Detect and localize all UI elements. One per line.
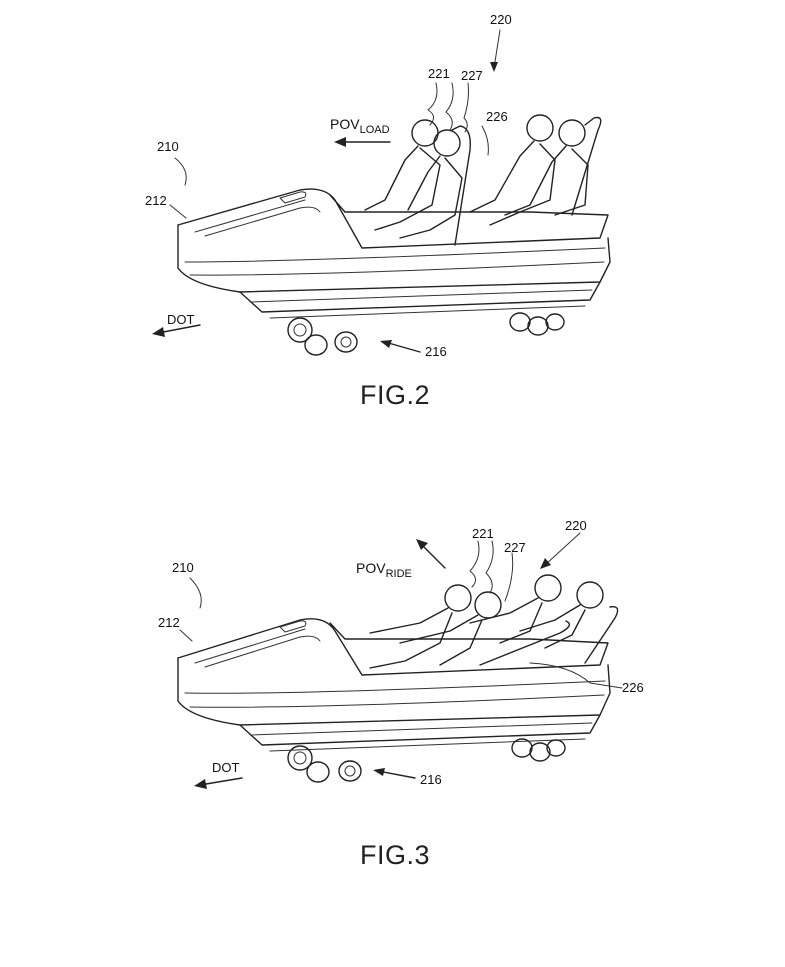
label-direction: DOT — [167, 312, 195, 327]
pov-sub: LOAD — [359, 124, 390, 136]
fig2-riders — [364, 114, 602, 246]
pov-sub: RIDE — [385, 568, 412, 580]
fig3-riders — [369, 574, 619, 669]
fig2-drawing — [152, 29, 611, 356]
label-restraint: 226 — [486, 109, 508, 124]
fig3-vehicle-hull — [177, 618, 611, 752]
figure-2: 220 221 227 226 POVLOAD 210 212 DOT 216 … — [0, 0, 785, 430]
fig2-wheel-assembly — [287, 312, 565, 356]
label-front: 212 — [145, 193, 167, 208]
label-pov-load: POVLOAD — [330, 117, 390, 137]
label-seating: 220 — [490, 12, 512, 27]
fig3-leader-lines — [179, 532, 623, 789]
label-restraint: 226 — [622, 680, 644, 695]
fig2-leader-lines — [152, 29, 501, 353]
fig3-drawing — [177, 532, 623, 789]
label-pov-ride: POVRIDE — [356, 561, 412, 581]
label-vehicle: 210 — [157, 139, 179, 154]
label-front: 212 — [158, 615, 180, 630]
label-riders: 221 — [472, 526, 494, 541]
label-direction: DOT — [212, 760, 240, 775]
figure-caption: FIG.3 — [360, 840, 431, 870]
figure-caption: FIG.2 — [360, 380, 431, 410]
label-riders: 221 — [428, 66, 450, 81]
label-vehicle: 210 — [172, 560, 194, 575]
label-seatback: 227 — [504, 540, 526, 555]
figure-3: 220 221 227 POVRIDE 210 212 226 DOT 216 … — [0, 483, 785, 967]
pov-main: POV — [330, 116, 360, 132]
label-seatback: 227 — [461, 68, 483, 83]
label-wheels: 216 — [420, 772, 442, 787]
pov-main: POV — [356, 560, 386, 576]
label-wheels: 216 — [425, 344, 447, 359]
fig3-wheel-assembly — [287, 738, 566, 783]
label-seating: 220 — [565, 518, 587, 533]
fig2-vehicle-hull — [177, 188, 611, 319]
